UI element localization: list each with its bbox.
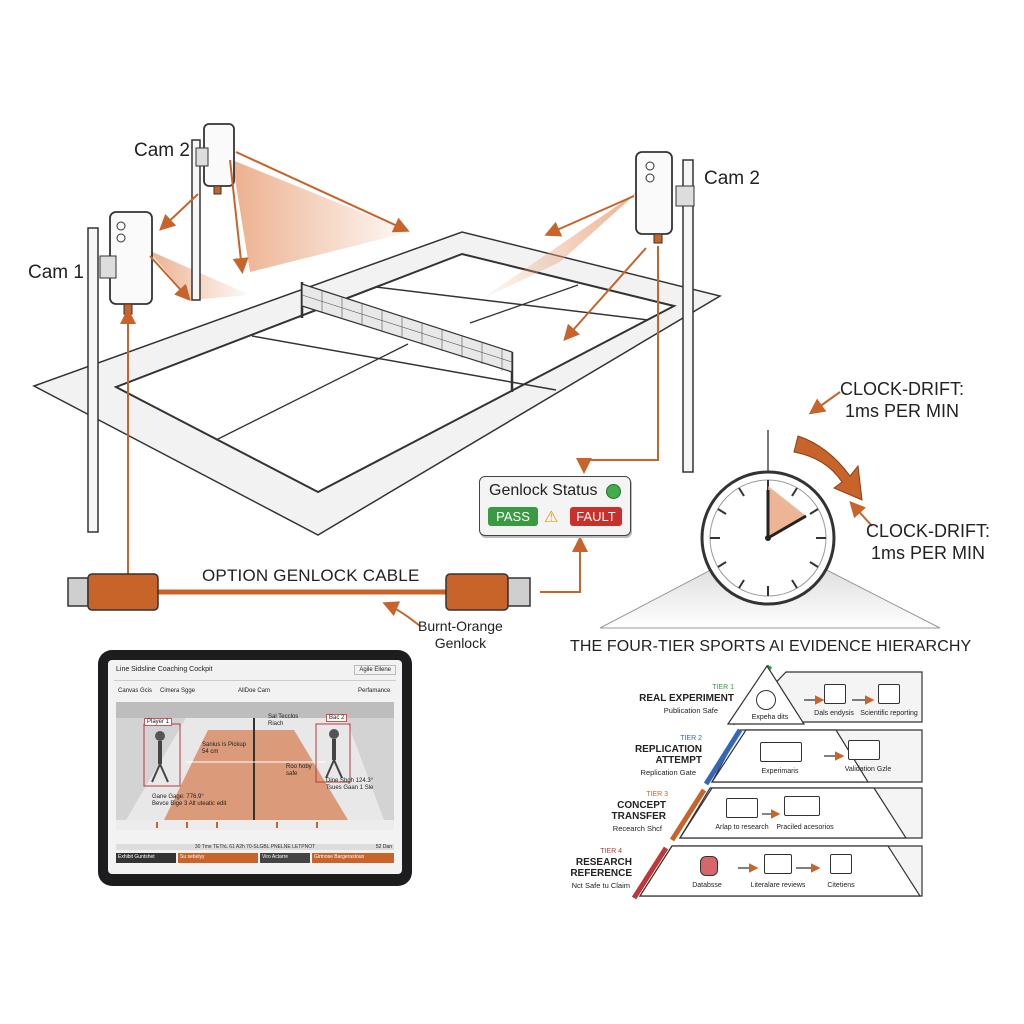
clock-drift-label-top: CLOCK-DRIFT: 1ms PER MIN bbox=[840, 379, 965, 421]
timeline-cell-0[interactable]: Exhibit Guntshet bbox=[116, 853, 176, 863]
tier-3-sub: Recearch Shcf bbox=[612, 824, 662, 833]
fault-badge: FAULT bbox=[570, 507, 622, 526]
timeline-cell-3[interactable]: Girtnose Bargerastoun bbox=[312, 853, 394, 863]
center-top-note: Sal Tecclos Riach bbox=[268, 714, 299, 727]
pyramid-title: THE FOUR-TIER SPORTS AI EVIDENCE HIERARC… bbox=[570, 638, 972, 655]
player-1-note: Gane Gage: 776.9° Bevce Bige 3 Alt uteat… bbox=[152, 794, 227, 807]
toolbar-item-0[interactable]: Canvas Gcis bbox=[118, 688, 153, 694]
tier-4-number: TIER 4 bbox=[600, 848, 622, 855]
phone-cam-2-left bbox=[195, 123, 235, 195]
timeline-bar[interactable] bbox=[116, 844, 394, 850]
tier-2-node-1: Validation Gzle bbox=[844, 766, 892, 773]
atom-icon bbox=[756, 690, 776, 710]
timeline-right-text: 52 Dan bbox=[375, 844, 392, 850]
warning-icon: ⚠ bbox=[544, 509, 559, 526]
tier-4-node-1: Literalare reviews bbox=[750, 882, 806, 889]
tier-1-number: TIER 1 bbox=[712, 684, 734, 691]
map-icon bbox=[726, 798, 758, 818]
cam-label-left-front: Cam 1 bbox=[28, 262, 84, 283]
genlock-cable bbox=[67, 573, 531, 611]
beam-cam-left-back bbox=[232, 160, 410, 272]
center-left-note: Sanius is Pickup 54 cm bbox=[202, 742, 247, 755]
applied-tools-icon bbox=[784, 796, 820, 816]
beam-cam-right bbox=[480, 190, 640, 300]
tier-3-name: CONCEPT TRANSFER bbox=[611, 800, 666, 822]
player-1-tag: Player 1 bbox=[144, 718, 173, 726]
tier-2-node-0: Experimaris bbox=[761, 768, 799, 775]
tier-4-name: RESEARCH REFERENCE bbox=[570, 857, 632, 879]
experiment-docs-icon bbox=[760, 742, 802, 762]
header-divider bbox=[114, 680, 396, 681]
app-title: Line Sidsline Coaching Cockpit bbox=[116, 666, 213, 673]
player-2-note: Dine Sbgh 124.3° Tsues Gaan 1 Sle bbox=[326, 778, 374, 791]
court-view-graphic bbox=[116, 702, 394, 830]
analysis-chart-icon bbox=[824, 684, 846, 704]
validation-monitor-icon bbox=[848, 740, 880, 760]
clock bbox=[700, 430, 857, 606]
citation-doc-icon bbox=[830, 854, 852, 874]
tier-1-sub: Publication Safe bbox=[663, 706, 718, 715]
toolbar-item-1[interactable]: Cimera Sgge bbox=[160, 688, 196, 694]
tier-3-node-0: Arlap to research bbox=[715, 824, 769, 831]
pass-badge: PASS bbox=[488, 507, 538, 526]
report-icon bbox=[878, 684, 900, 704]
tier-4-node-2: Citetiens bbox=[827, 882, 855, 889]
cam-label-right: Cam 2 bbox=[704, 168, 760, 189]
toolbar-item-3[interactable]: Perfamance bbox=[358, 688, 391, 694]
timeline-cell-2[interactable]: Viro Actarre bbox=[260, 853, 310, 863]
genlock-status-title: Genlock Status bbox=[489, 482, 598, 499]
timeline-cell-1[interactable]: Su sebelyy bbox=[178, 853, 258, 863]
tier-1-node-2: Scientific reporting bbox=[860, 710, 918, 717]
coaching-cockpit-screen: Line Sidsline Coaching Cockpit Agile Ell… bbox=[108, 660, 402, 874]
cable-color-label: Burnt-Orange Genlock bbox=[418, 618, 503, 651]
tier-3-node-1: Praciled acesorios bbox=[776, 824, 834, 831]
cable-label: OPTION GENLOCK CABLE bbox=[202, 566, 420, 585]
tier-1-node-1: Dals endysis bbox=[814, 710, 854, 717]
player-2-tag: Bac 2 bbox=[326, 714, 348, 722]
cam-label-left-back: Cam 2 bbox=[134, 140, 190, 161]
tier-2-name: REPLICATION ATTEMPT bbox=[634, 744, 702, 766]
literature-icon bbox=[764, 854, 792, 874]
tier-2-number: TIER 2 bbox=[680, 735, 702, 742]
net bbox=[300, 282, 514, 392]
timeline-text: 30 Tme TEThL 61 A2h 70-SLGBL PNELNE LETP… bbox=[194, 844, 316, 850]
clock-drift-label-bottom: CLOCK-DRIFT: 1ms PER MIN bbox=[866, 521, 991, 563]
drift-arrow bbox=[793, 435, 863, 501]
phone-cam-2-right bbox=[635, 151, 695, 244]
center-right-note: Roo hoby safe bbox=[286, 764, 312, 777]
toolbar-item-2[interactable]: AllDoe Cam bbox=[238, 688, 271, 694]
tablet: Line Sidsline Coaching Cockpit Agile Ell… bbox=[98, 650, 412, 886]
tier-3-number: TIER 3 bbox=[646, 791, 668, 798]
tier-4-sub: Nct Safe tu Claim bbox=[571, 881, 630, 890]
genlock-status-panel: Genlock Status PASS ⚠ FAULT bbox=[479, 476, 631, 536]
status-indicator-icon bbox=[606, 484, 621, 499]
tier-2-sub: Replication Gate bbox=[640, 768, 696, 777]
tier-1-name: REAL EXPERIMENT bbox=[639, 693, 734, 704]
top-right-button[interactable]: Agile Ellene bbox=[354, 665, 396, 675]
court-view: Player 1 Bac 2 Gane Gage: 776.9° Bevce B… bbox=[116, 702, 394, 830]
phone-cam-1 bbox=[99, 211, 153, 315]
tier-4-node-0: Databsse bbox=[692, 882, 722, 889]
tier-1-node-0: Expeha dits bbox=[751, 714, 789, 721]
database-icon bbox=[700, 856, 718, 876]
